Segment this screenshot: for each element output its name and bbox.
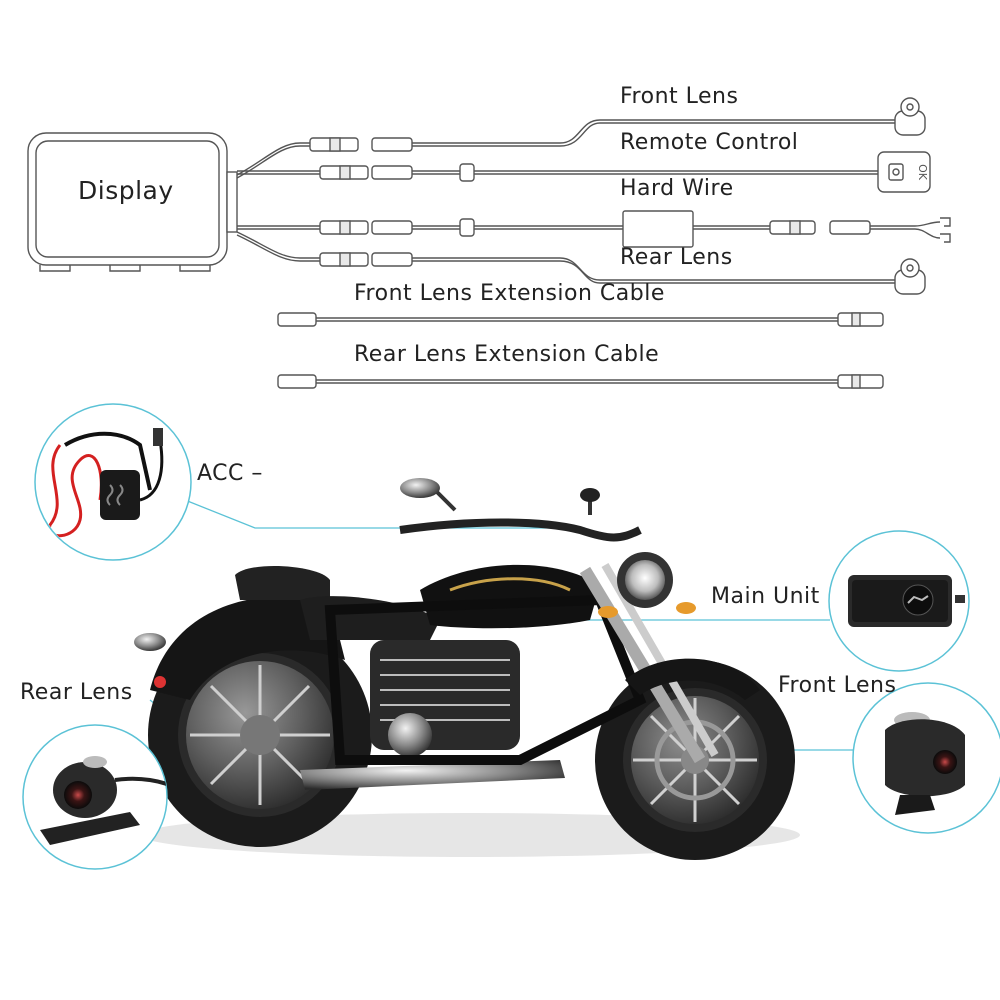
rear-extension-cable <box>277 374 884 389</box>
front-extension-cable <box>277 312 884 327</box>
rear-lens-callout <box>22 724 168 870</box>
front-lens-wire <box>236 97 926 179</box>
wiring-diagram <box>27 97 951 389</box>
front-lens-label: Front Lens <box>620 84 739 109</box>
motorcycle-illustration <box>134 478 800 860</box>
rear-lens-install-label: Rear Lens <box>20 680 133 705</box>
main-unit-label: Main Unit <box>711 584 820 609</box>
front-extension-cable-label: Front Lens Extension Cable <box>354 281 665 306</box>
rear-lens-label: Rear Lens <box>620 245 733 270</box>
display-label: Display <box>78 176 174 205</box>
acc-label: ACC – <box>197 461 263 486</box>
front-lens-camera-icon <box>885 719 965 797</box>
main-unit-callout <box>828 530 970 672</box>
hard-wire-box <box>622 210 694 248</box>
remote-control-label: Remote Control <box>620 130 799 155</box>
acc-callout <box>34 403 192 561</box>
hard-wire-cable <box>237 210 951 248</box>
front-lens-install-label: Front Lens <box>778 673 897 698</box>
rear-extension-cable-label: Rear Lens Extension Cable <box>354 342 660 367</box>
rear-lens-wire <box>236 231 926 295</box>
front-lens-callout <box>852 682 1000 834</box>
remote-control-icon[interactable] <box>877 151 931 193</box>
acc-wire-icon <box>48 444 103 538</box>
hard-wire-label: Hard Wire <box>620 176 734 201</box>
remote-control-wire <box>237 151 931 193</box>
remote-ok-label: OK <box>916 164 929 181</box>
